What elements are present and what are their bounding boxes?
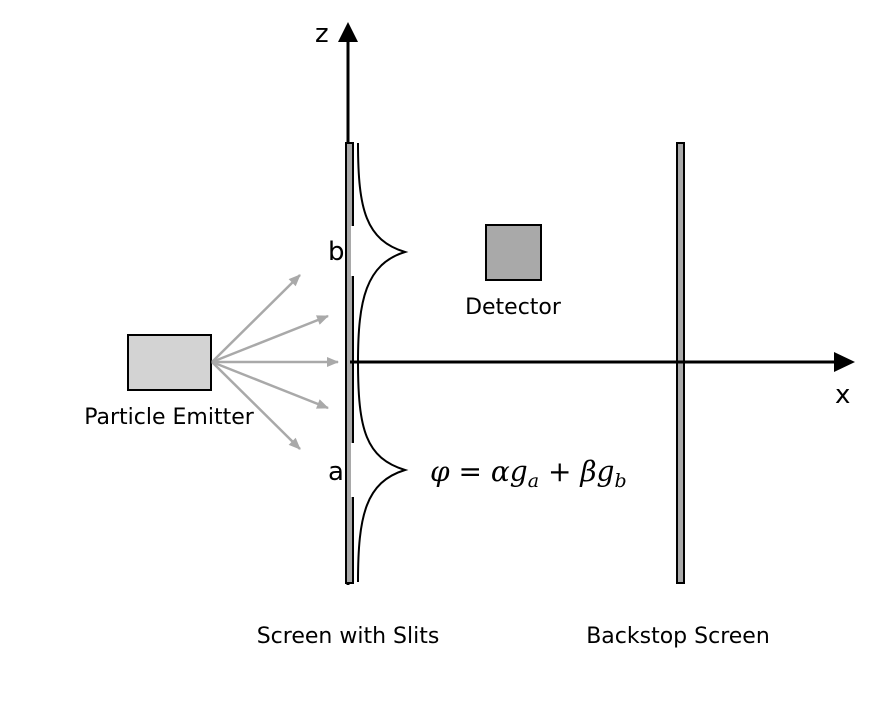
- eq-equals: =: [450, 455, 491, 488]
- detector: [485, 224, 542, 281]
- eq-phi: φ: [430, 455, 450, 488]
- z-axis-arrowhead: [338, 22, 358, 42]
- slit-a-opening: [351, 443, 355, 497]
- detector-label: Detector: [465, 295, 562, 320]
- slit-b-opening: [351, 226, 355, 276]
- backstop-screen-label: Backstop Screen: [586, 624, 770, 649]
- x-axis: x: [350, 352, 855, 410]
- eq-beta: β: [579, 455, 596, 488]
- particle-emitter-label: Particle Emitter: [84, 405, 255, 430]
- eq-plus: +: [539, 455, 580, 488]
- eq-alpha: α: [491, 455, 510, 488]
- x-axis-arrowhead: [834, 352, 855, 372]
- slit-screen-label: Screen with Slits: [257, 624, 440, 649]
- ray: [211, 274, 301, 363]
- slit-b-label: b: [328, 237, 345, 267]
- z-axis-label: z: [315, 19, 329, 49]
- brace-a: [357, 361, 409, 583]
- slit-a-label: a: [328, 457, 344, 487]
- eq-g-b: g: [597, 455, 615, 488]
- eq-sub-a: a: [528, 470, 539, 492]
- emission-rays: [211, 274, 339, 450]
- particle-emitter: [127, 334, 212, 391]
- x-axis-label: x: [835, 380, 850, 410]
- eq-g-a: g: [510, 455, 528, 488]
- eq-sub-b: b: [614, 470, 626, 492]
- brace-b: [357, 142, 409, 363]
- ray: [211, 360, 329, 410]
- ray: [211, 361, 301, 450]
- superposition-equation: φ = αga + βgb: [430, 455, 627, 492]
- ray: [211, 314, 329, 364]
